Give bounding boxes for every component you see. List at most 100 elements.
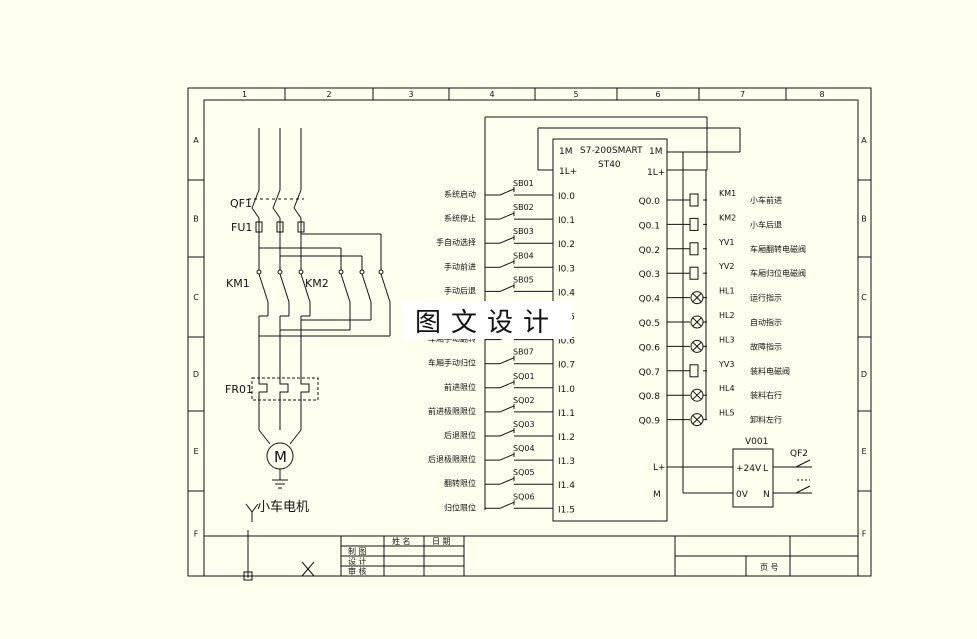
frame-col-label: 2 <box>326 90 331 99</box>
input-desc: 系统启动 <box>444 189 476 199</box>
origin-marker <box>243 530 315 581</box>
output-desc: 运行指示 <box>750 293 782 303</box>
input-desc: 后退极限限位 <box>428 454 476 464</box>
input-tag: SQ03 <box>513 420 535 429</box>
plc-1m-left: 1M <box>559 147 573 157</box>
relay-coil-icon <box>689 193 699 207</box>
output-tag: HL5 <box>719 409 735 418</box>
psu-title: V001 <box>745 437 768 447</box>
output-tag: YV2 <box>718 262 734 271</box>
output-tag: YV1 <box>718 238 734 247</box>
input-contact <box>499 405 515 413</box>
input-desc: 手动前进 <box>444 261 476 271</box>
fr01-label: FR01 <box>225 383 253 396</box>
output-tag: HL1 <box>719 287 735 296</box>
input-address: I1.3 <box>558 457 575 467</box>
input-contact <box>499 212 515 220</box>
output-desc: 小车后退 <box>750 219 782 229</box>
output-tag: KM1 <box>719 189 736 198</box>
output-address: Q0.9 <box>639 417 661 427</box>
tb-row-draw: 制 图 <box>348 546 367 556</box>
input-desc: 前进极限限位 <box>428 406 476 416</box>
lamp-cross <box>692 390 702 400</box>
psu-24v: +24V <box>736 464 762 474</box>
frame-row-label-left: A <box>193 136 199 145</box>
input-address: I0.4 <box>558 288 575 298</box>
watermark: 图文设计 <box>402 301 572 339</box>
plc-1m-right: 1M <box>649 147 663 157</box>
lamp-cross <box>692 415 702 424</box>
fu1-label: FU1 <box>231 221 252 234</box>
frame-row-label-left: D <box>193 370 199 379</box>
tb-date-header: 日 期 <box>432 537 451 546</box>
input-contact <box>499 477 515 485</box>
input-desc: 翻转限位 <box>444 478 476 488</box>
plc-lplus: L+ <box>653 463 666 473</box>
km1-label: KM1 <box>226 277 250 290</box>
input-desc: 车厢手动归位 <box>428 358 476 368</box>
output-desc: 卸料左行 <box>750 415 782 425</box>
input-address: I0.0 <box>558 192 575 202</box>
input-address: I1.4 <box>558 481 575 491</box>
relay-coil-icon <box>689 266 699 280</box>
input-desc: 后退限位 <box>444 430 476 440</box>
output-tag: KM2 <box>719 213 736 222</box>
output-desc: 车厢归位电磁阀 <box>750 268 806 278</box>
lamp-cross <box>692 317 702 327</box>
frame-row-label-right: C <box>861 293 867 302</box>
output-tag: HL3 <box>719 335 735 344</box>
input-address: I1.1 <box>558 409 575 419</box>
tb-page-label: 页 号 <box>760 563 779 572</box>
input-contact <box>499 357 515 365</box>
qf1-label: QF1 <box>230 197 252 210</box>
input-address: I0.1 <box>558 216 575 226</box>
lamp-cross <box>692 342 702 351</box>
relay-coil-icon <box>689 217 699 231</box>
relay-coil-icon <box>689 242 699 256</box>
output-desc: 故障指示 <box>750 341 782 351</box>
tb-row-review: 审 核 <box>348 566 367 576</box>
frame-col-label: 5 <box>573 90 578 99</box>
frame-col-label: 4 <box>489 90 494 99</box>
frame-col-label: 3 <box>408 90 413 99</box>
input-tag: SB04 <box>513 251 534 260</box>
input-contact <box>499 188 515 196</box>
plc-variant: ST40 <box>598 160 621 170</box>
output-address: Q0.3 <box>639 270 660 280</box>
input-tag: SB01 <box>513 179 534 188</box>
input-tag: SQ05 <box>513 468 535 477</box>
output-address: Q0.5 <box>639 319 660 329</box>
relay-coil-icon <box>689 364 699 378</box>
frame-row-label-left: B <box>193 215 199 224</box>
output-desc: 小车前进 <box>750 195 782 205</box>
frame-col-label: 7 <box>740 90 745 99</box>
input-tag: SB05 <box>513 275 534 284</box>
output-desc: 车厢翻转电磁阀 <box>750 244 806 254</box>
output-address: Q0.1 <box>639 221 660 231</box>
psu-n: N <box>763 490 770 500</box>
plc-model: S7-200SMART <box>580 146 643 156</box>
input-address: I0.7 <box>558 361 575 371</box>
input-tag: SQ01 <box>513 372 535 381</box>
input-tag: SQ02 <box>513 396 535 405</box>
frame-row-label-left: C <box>193 293 199 302</box>
input-desc: 归位限位 <box>444 502 476 512</box>
km2-label: KM2 <box>305 277 329 290</box>
motor-caption: 小车电机 <box>257 499 309 515</box>
frame-col-label: 6 <box>655 90 660 99</box>
input-contact <box>499 381 515 389</box>
title-block-lines <box>204 535 858 576</box>
frame-row-label-right: B <box>861 215 867 224</box>
qf2-label: QF2 <box>790 449 808 459</box>
output-desc: 装料右行 <box>750 390 782 400</box>
motor-circuit <box>245 128 391 522</box>
tb-row-design: 设 计 <box>348 556 367 566</box>
frame-row-label-left: F <box>194 530 199 539</box>
input-address: I0.6 <box>558 337 575 347</box>
input-contact <box>499 260 515 268</box>
frame-row-label-right: E <box>861 447 866 456</box>
frame-row-label-left: E <box>193 447 198 456</box>
plc-1l-right: 1L+ <box>647 168 665 178</box>
input-tag: SB03 <box>513 227 534 236</box>
